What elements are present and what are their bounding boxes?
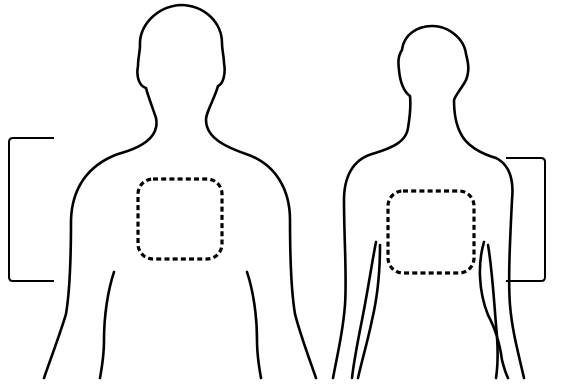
male-left-arm-line	[100, 272, 114, 378]
male-dotted-region	[138, 179, 222, 259]
female-silhouette	[333, 26, 524, 378]
left-bracket	[9, 138, 54, 281]
male-silhouette	[44, 5, 316, 378]
female-left-arm-line-2	[358, 245, 380, 378]
female-right-arm-line-2	[488, 245, 498, 378]
female-dotted-region	[388, 191, 474, 273]
male-outline	[44, 5, 316, 378]
male-right-arm-line	[247, 272, 261, 378]
